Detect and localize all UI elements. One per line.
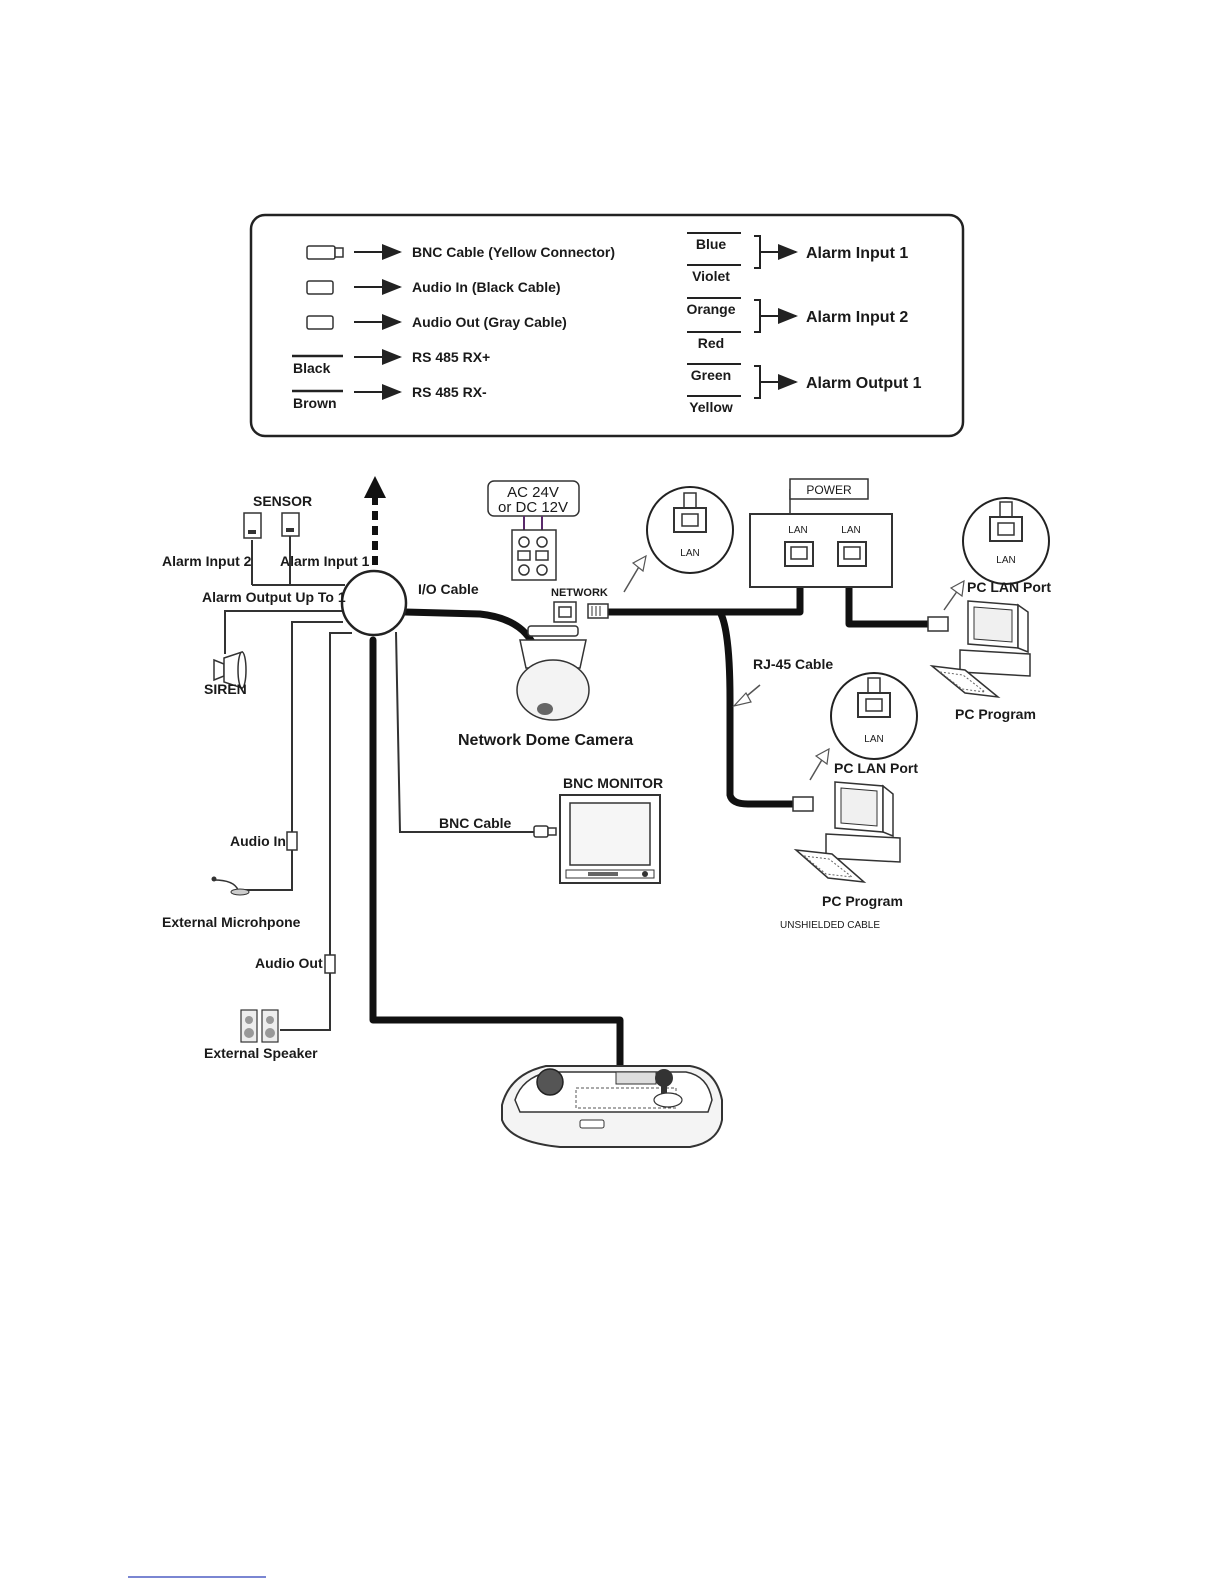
lan-port-icon xyxy=(784,541,814,567)
legend-wire-green: Green xyxy=(691,367,731,383)
io-cable-label: I/O Cable xyxy=(418,581,479,597)
legend-alarm-input-1-label: Alarm Input 1 xyxy=(806,245,908,262)
network-label: NETWORK xyxy=(551,587,608,599)
network-port-icon xyxy=(553,601,577,623)
speaker-icon xyxy=(240,1009,279,1043)
legend-alarm-input-1: Blue Violet Alarm Input 1 xyxy=(687,232,908,284)
alarm-input-2-label: Alarm Input 2 xyxy=(162,553,252,569)
audio-in-connector-icon xyxy=(306,280,334,295)
sensor-label: SENSOR xyxy=(253,493,312,509)
siren-label: SIREN xyxy=(204,681,247,697)
legend-audio-in-row: Audio In (Black Cable) xyxy=(306,279,561,295)
rj45-plug-icon xyxy=(587,603,609,619)
audio-out-connector-icon xyxy=(306,315,334,330)
legend-wire-brown: Brown xyxy=(293,395,337,411)
audio-in-label: Audio In xyxy=(230,833,286,849)
switch-lan-label-1: LAN xyxy=(788,525,807,536)
power-terminal-icon xyxy=(511,516,557,581)
bnc-plug-icon xyxy=(533,825,557,838)
legend-wire-black: Black xyxy=(293,360,331,376)
rj45-plug-icon xyxy=(999,501,1013,518)
audio-in-plug-icon xyxy=(286,831,298,851)
legend-bnc-row: BNC Cable (Yellow Connector) xyxy=(306,244,615,260)
camera-label: Network Dome Camera xyxy=(458,732,633,749)
bnc-cable-label: BNC Cable xyxy=(439,815,512,831)
legend-alarm-output-1: Green Yellow Alarm Output 1 xyxy=(687,364,922,415)
io-cable-hub xyxy=(340,569,408,637)
legend-audio-out-row: Audio Out (Gray Cable) xyxy=(306,314,567,330)
legend-alarm-output-1-label: Alarm Output 1 xyxy=(806,375,922,392)
pc-program-label-middle: PC Program xyxy=(822,893,903,909)
legend-alarm-input-2-label: Alarm Input 2 xyxy=(806,309,908,326)
pc-lan-port-label-right: PC LAN Port xyxy=(967,579,1051,595)
lan-port-icon xyxy=(857,692,891,718)
lan-label-left: LAN xyxy=(680,548,699,559)
rj45-plug-icon xyxy=(792,796,814,812)
lan-label-right: LAN xyxy=(996,555,1015,566)
legend-alarm-input-2: Orange Red Alarm Input 2 xyxy=(686,298,908,351)
thick-wiring xyxy=(369,566,934,1070)
lan-label-middle: LAN xyxy=(864,734,883,745)
audio-out-label: Audio Out xyxy=(255,955,323,971)
power-callout xyxy=(487,480,580,517)
rj45-plug-icon xyxy=(683,492,697,509)
audio-out-plug-icon xyxy=(324,954,336,974)
lan-port-icon xyxy=(673,507,707,533)
legend-rs485-minus: RS 485 RX- xyxy=(412,384,487,400)
legend-rs485-plus: RS 485 RX+ xyxy=(412,349,490,365)
lan-callout-middle: LAN xyxy=(809,672,918,781)
dome-camera-icon xyxy=(516,625,590,721)
sensor-icon xyxy=(243,512,300,539)
switch-lan-label-2: LAN xyxy=(841,525,860,536)
legend-wire-violet: Violet xyxy=(692,268,730,284)
legend-wire-orange: Orange xyxy=(686,301,735,317)
lan-port-icon xyxy=(989,516,1023,542)
legend-brown-wire-row: Brown RS 485 RX- xyxy=(292,384,487,411)
external-microphone-label: External Microhpone xyxy=(162,914,301,930)
lan-callout-left: LAN xyxy=(623,486,734,593)
pc-program-label-right: PC Program xyxy=(955,706,1036,722)
unshielded-cable-label: UNSHIELDED CABLE xyxy=(780,920,880,931)
legend-audio-out-label: Audio Out (Gray Cable) xyxy=(412,314,567,330)
external-speaker-label: External Speaker xyxy=(204,1045,318,1061)
siren-icon xyxy=(213,650,247,690)
ptz-keyboard-controller-icon xyxy=(501,1065,723,1148)
power-label: POWER xyxy=(806,483,852,497)
legend-wire-yellow: Yellow xyxy=(689,399,733,415)
bnc-monitor-label: BNC MONITOR xyxy=(563,775,663,791)
lan-callout-right: LAN xyxy=(943,497,1050,611)
legend-wire-blue: Blue xyxy=(696,236,727,252)
power-line-1: AC 24V xyxy=(507,484,559,501)
alarm-input-1-label: Alarm Input 1 xyxy=(280,553,370,569)
power-line-2: or DC 12V xyxy=(498,499,568,516)
legend-bnc-label: BNC Cable (Yellow Connector) xyxy=(412,244,615,260)
rj45-plug-icon xyxy=(927,616,949,632)
thin-wiring xyxy=(224,536,535,1031)
microphone-icon xyxy=(211,876,250,896)
pc-computer-icon xyxy=(793,781,901,884)
legend-black-wire-row: Black RS 485 RX+ xyxy=(292,349,490,376)
cable-legend: BNC Cable (Yellow Connector) Audio In (B… xyxy=(249,213,965,438)
rj45-pointer-arrow-icon xyxy=(732,684,761,708)
lan-port-icon xyxy=(837,541,867,567)
bnc-monitor-icon xyxy=(559,794,661,884)
pc-lan-port-label-middle: PC LAN Port xyxy=(834,760,918,776)
legend-wire-red: Red xyxy=(698,335,724,351)
rj45-cable-label: RJ-45 Cable xyxy=(753,656,833,672)
pc-computer-icon xyxy=(929,600,1031,699)
bnc-connector-icon xyxy=(306,245,344,260)
network-switch-icon: POWER LAN LAN xyxy=(749,478,893,588)
legend-audio-in-label: Audio In (Black Cable) xyxy=(412,279,561,295)
dashed-up-arrow-icon xyxy=(364,476,386,580)
power-box xyxy=(789,478,869,500)
rj45-plug-icon xyxy=(867,677,881,694)
alarm-output-label: Alarm Output Up To 1 xyxy=(202,589,346,605)
